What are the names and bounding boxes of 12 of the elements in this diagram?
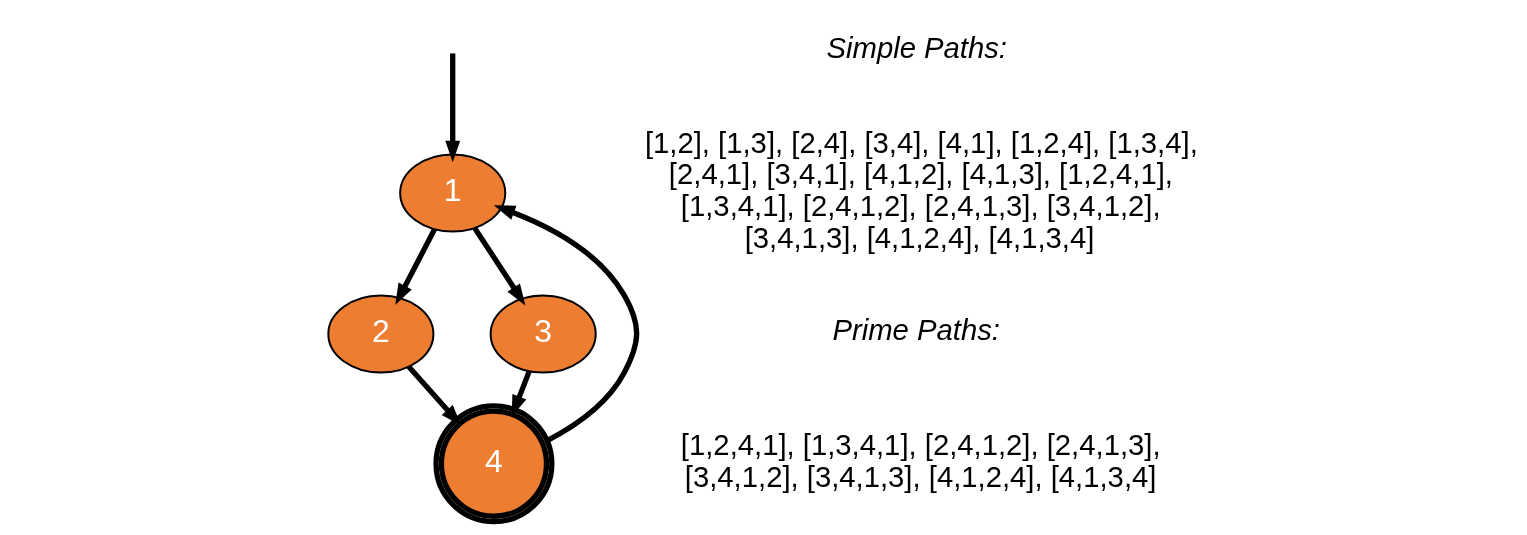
node-ellipse: 1 bbox=[398, 153, 506, 233]
arrow bbox=[406, 365, 461, 426]
label: [1,2,4,1], [1,3,4,1], [2,4,1,2], [2,4,1,3], [3,4,1,2], [3,4,1,3], [4,1,2,4], [4,1,3,4] bbox=[680, 429, 1161, 494]
label: Prime Paths: bbox=[832, 314, 1000, 347]
node-ellipse: 3 bbox=[489, 294, 597, 374]
arrow bbox=[493, 205, 639, 444]
arrow bbox=[394, 228, 437, 305]
arrow bbox=[444, 53, 460, 163]
node-ellipse: 2 bbox=[326, 294, 434, 374]
label: Simple Paths: bbox=[826, 32, 1007, 65]
arrow bbox=[472, 226, 525, 306]
label: [1,2], [1,3], [2,4], [3,4], [4,1], [1,2,4], [1,3,4], [2,4,1], [3,4,1], [4,1,2], [4,1,3], [1,2,4,1], [1,3,4,1], [2,4,1,2], [2,4,1,3], [3,4,1,2], [3,4,1,3], [4,1,2,4], [4,1,3,4] bbox=[644, 126, 1198, 255]
